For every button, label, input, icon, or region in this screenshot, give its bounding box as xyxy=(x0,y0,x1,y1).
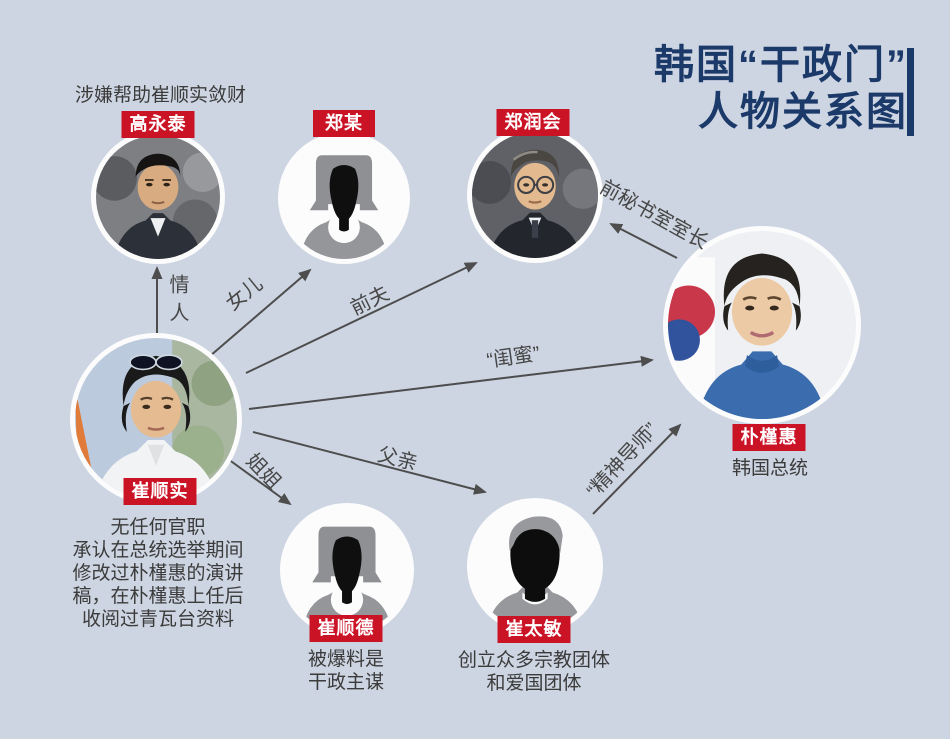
cui-shunde-note: 被爆料是 干政主谋 xyxy=(307,649,385,693)
zheng-mou-node xyxy=(278,132,410,264)
cui-taimin-note: 创立众多宗教团体 和爱国团体 xyxy=(457,650,611,694)
cui-shunshi-node xyxy=(70,333,242,505)
arrow-father xyxy=(252,431,487,495)
cui-taimin-name-tag: 崔太敏 xyxy=(497,616,571,643)
piao-jinhui-node xyxy=(663,226,861,424)
cui-shunshi-name-tag: 崔顺实 xyxy=(123,478,197,505)
piao-jinhui-photo xyxy=(668,231,856,419)
cui-taimin-silhouette-icon xyxy=(472,503,598,629)
relation-label-lover: 情人 xyxy=(166,274,188,330)
cui-taimin-node xyxy=(467,498,603,634)
gao-yongtai-node xyxy=(91,130,225,264)
arrow-daughter xyxy=(209,268,312,357)
piao-jinhui-subtitle: 韩国总统 xyxy=(731,458,809,479)
cui-shunshi-photo xyxy=(75,338,237,500)
cui-shunde-silhouette-icon xyxy=(285,508,409,632)
page-title-line2: 人物关系图 xyxy=(698,90,908,134)
cui-shunshi-note: 无任何官职 承认在总统选举期间 修改过朴槿惠的演讲 稿，在朴槿惠上任后 收阅过青… xyxy=(72,517,244,630)
zheng-runhui-node xyxy=(467,127,603,263)
gao-yongtai-photo xyxy=(96,135,220,259)
arrow-sister xyxy=(227,458,292,506)
zheng-mou-name-tag: 郑某 xyxy=(313,110,375,137)
piao-jinhui-name-tag: 朴槿惠 xyxy=(732,424,806,451)
cui-shunde-name-tag: 崔顺德 xyxy=(309,615,383,642)
arrow-best-friend xyxy=(248,355,654,410)
page-title: 韩国“干政门” 人物关系图 xyxy=(654,42,908,136)
arrow-ex-chief-secretary xyxy=(609,223,678,259)
gao-yongtai-note: 涉嫌帮助崔顺实敛财 xyxy=(75,85,247,106)
title-accent-bar xyxy=(907,48,914,136)
zheng-runhui-name-tag: 郑润会 xyxy=(496,109,570,136)
zheng-runhui-photo xyxy=(472,132,598,258)
page-title-line1: 韩国“干政门” xyxy=(654,43,908,87)
gao-yongtai-name-tag: 高永泰 xyxy=(121,111,195,138)
arrow-spiritual-mentor xyxy=(592,423,682,515)
arrow-ex-husband xyxy=(245,262,478,374)
zheng-mou-silhouette-icon xyxy=(283,137,405,259)
